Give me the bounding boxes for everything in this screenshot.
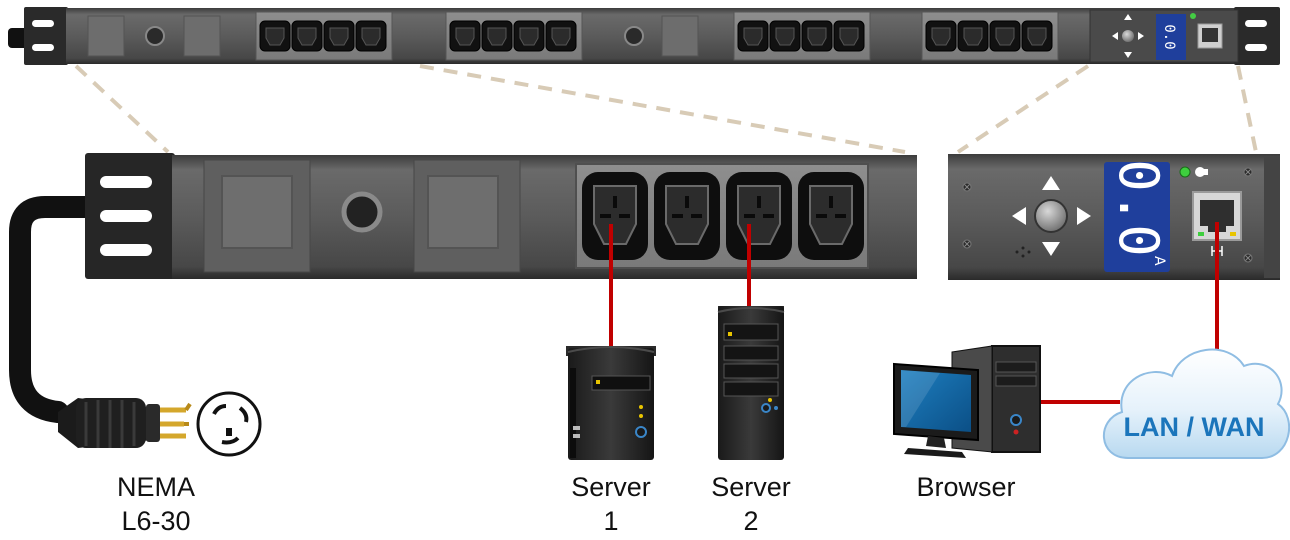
svg-text:0.0: 0.0 — [1161, 24, 1177, 49]
server-1-tower-icon — [566, 346, 656, 460]
cloud-icon: LAN / WAN — [1103, 348, 1290, 459]
arrow-right-icon[interactable] — [1077, 207, 1091, 225]
server-1-label-line1: Server — [571, 472, 651, 502]
plug-label-line1: NEMA — [116, 472, 195, 502]
receptacle-icon — [196, 391, 262, 457]
outlet-4 — [797, 171, 865, 261]
arrow-left-icon[interactable] — [1012, 207, 1026, 225]
pdu-full-view: 0.0 — [8, 7, 1280, 65]
plug-label-line2: L6-30 — [121, 506, 191, 536]
select-button[interactable] — [1034, 199, 1068, 233]
outlet-bank-4 — [921, 11, 1059, 61]
power-cord — [9, 196, 116, 423]
outlet-3 — [725, 171, 793, 261]
browser-label: Browser — [896, 470, 1036, 504]
outlet-2 — [653, 171, 721, 261]
outlet-bank-2 — [445, 11, 583, 61]
red-cables — [609, 222, 1219, 404]
server-2-tower-icon — [717, 306, 785, 460]
arrow-down-icon[interactable] — [1042, 242, 1060, 256]
alarm-icon — [1195, 167, 1208, 177]
server-1-label: Server 1 — [556, 470, 666, 538]
sensor-dots — [1015, 246, 1031, 258]
breaker-knob — [145, 26, 165, 46]
network-label: LAN / WAN — [1124, 412, 1265, 442]
browser-label-text: Browser — [916, 472, 1016, 502]
led-icon — [1179, 166, 1191, 178]
control-panel-small: 0.0 — [1089, 9, 1239, 63]
arrow-up-icon[interactable] — [1042, 176, 1060, 190]
outlet-bank-1 — [255, 11, 393, 61]
control-panel-zoom: 0.0 A — [948, 154, 1280, 280]
pdu-body — [66, 8, 1246, 64]
current-reading: 0.0 — [1107, 159, 1170, 257]
server-2-label-line2: 2 — [743, 506, 759, 536]
breaker-knob-zoom — [341, 191, 383, 233]
current-unit: A — [1151, 256, 1167, 266]
zoom-guides — [74, 64, 1258, 154]
plug-label: NEMA L6-30 — [94, 470, 218, 538]
mounting-bracket-left — [24, 7, 68, 65]
outlet-1 — [581, 171, 649, 261]
server-1-label-line2: 1 — [603, 506, 619, 536]
server-2-label: Server 2 — [696, 470, 806, 538]
monitor-icon — [893, 362, 979, 458]
plug-icon — [58, 398, 192, 448]
mounting-bracket-right — [1234, 7, 1280, 65]
pdu-zoom-outlets — [9, 153, 917, 423]
current-display: 0.0 A — [1104, 159, 1170, 272]
outlet-bank-3 — [733, 11, 871, 61]
server-2-label-line1: Server — [711, 472, 791, 502]
